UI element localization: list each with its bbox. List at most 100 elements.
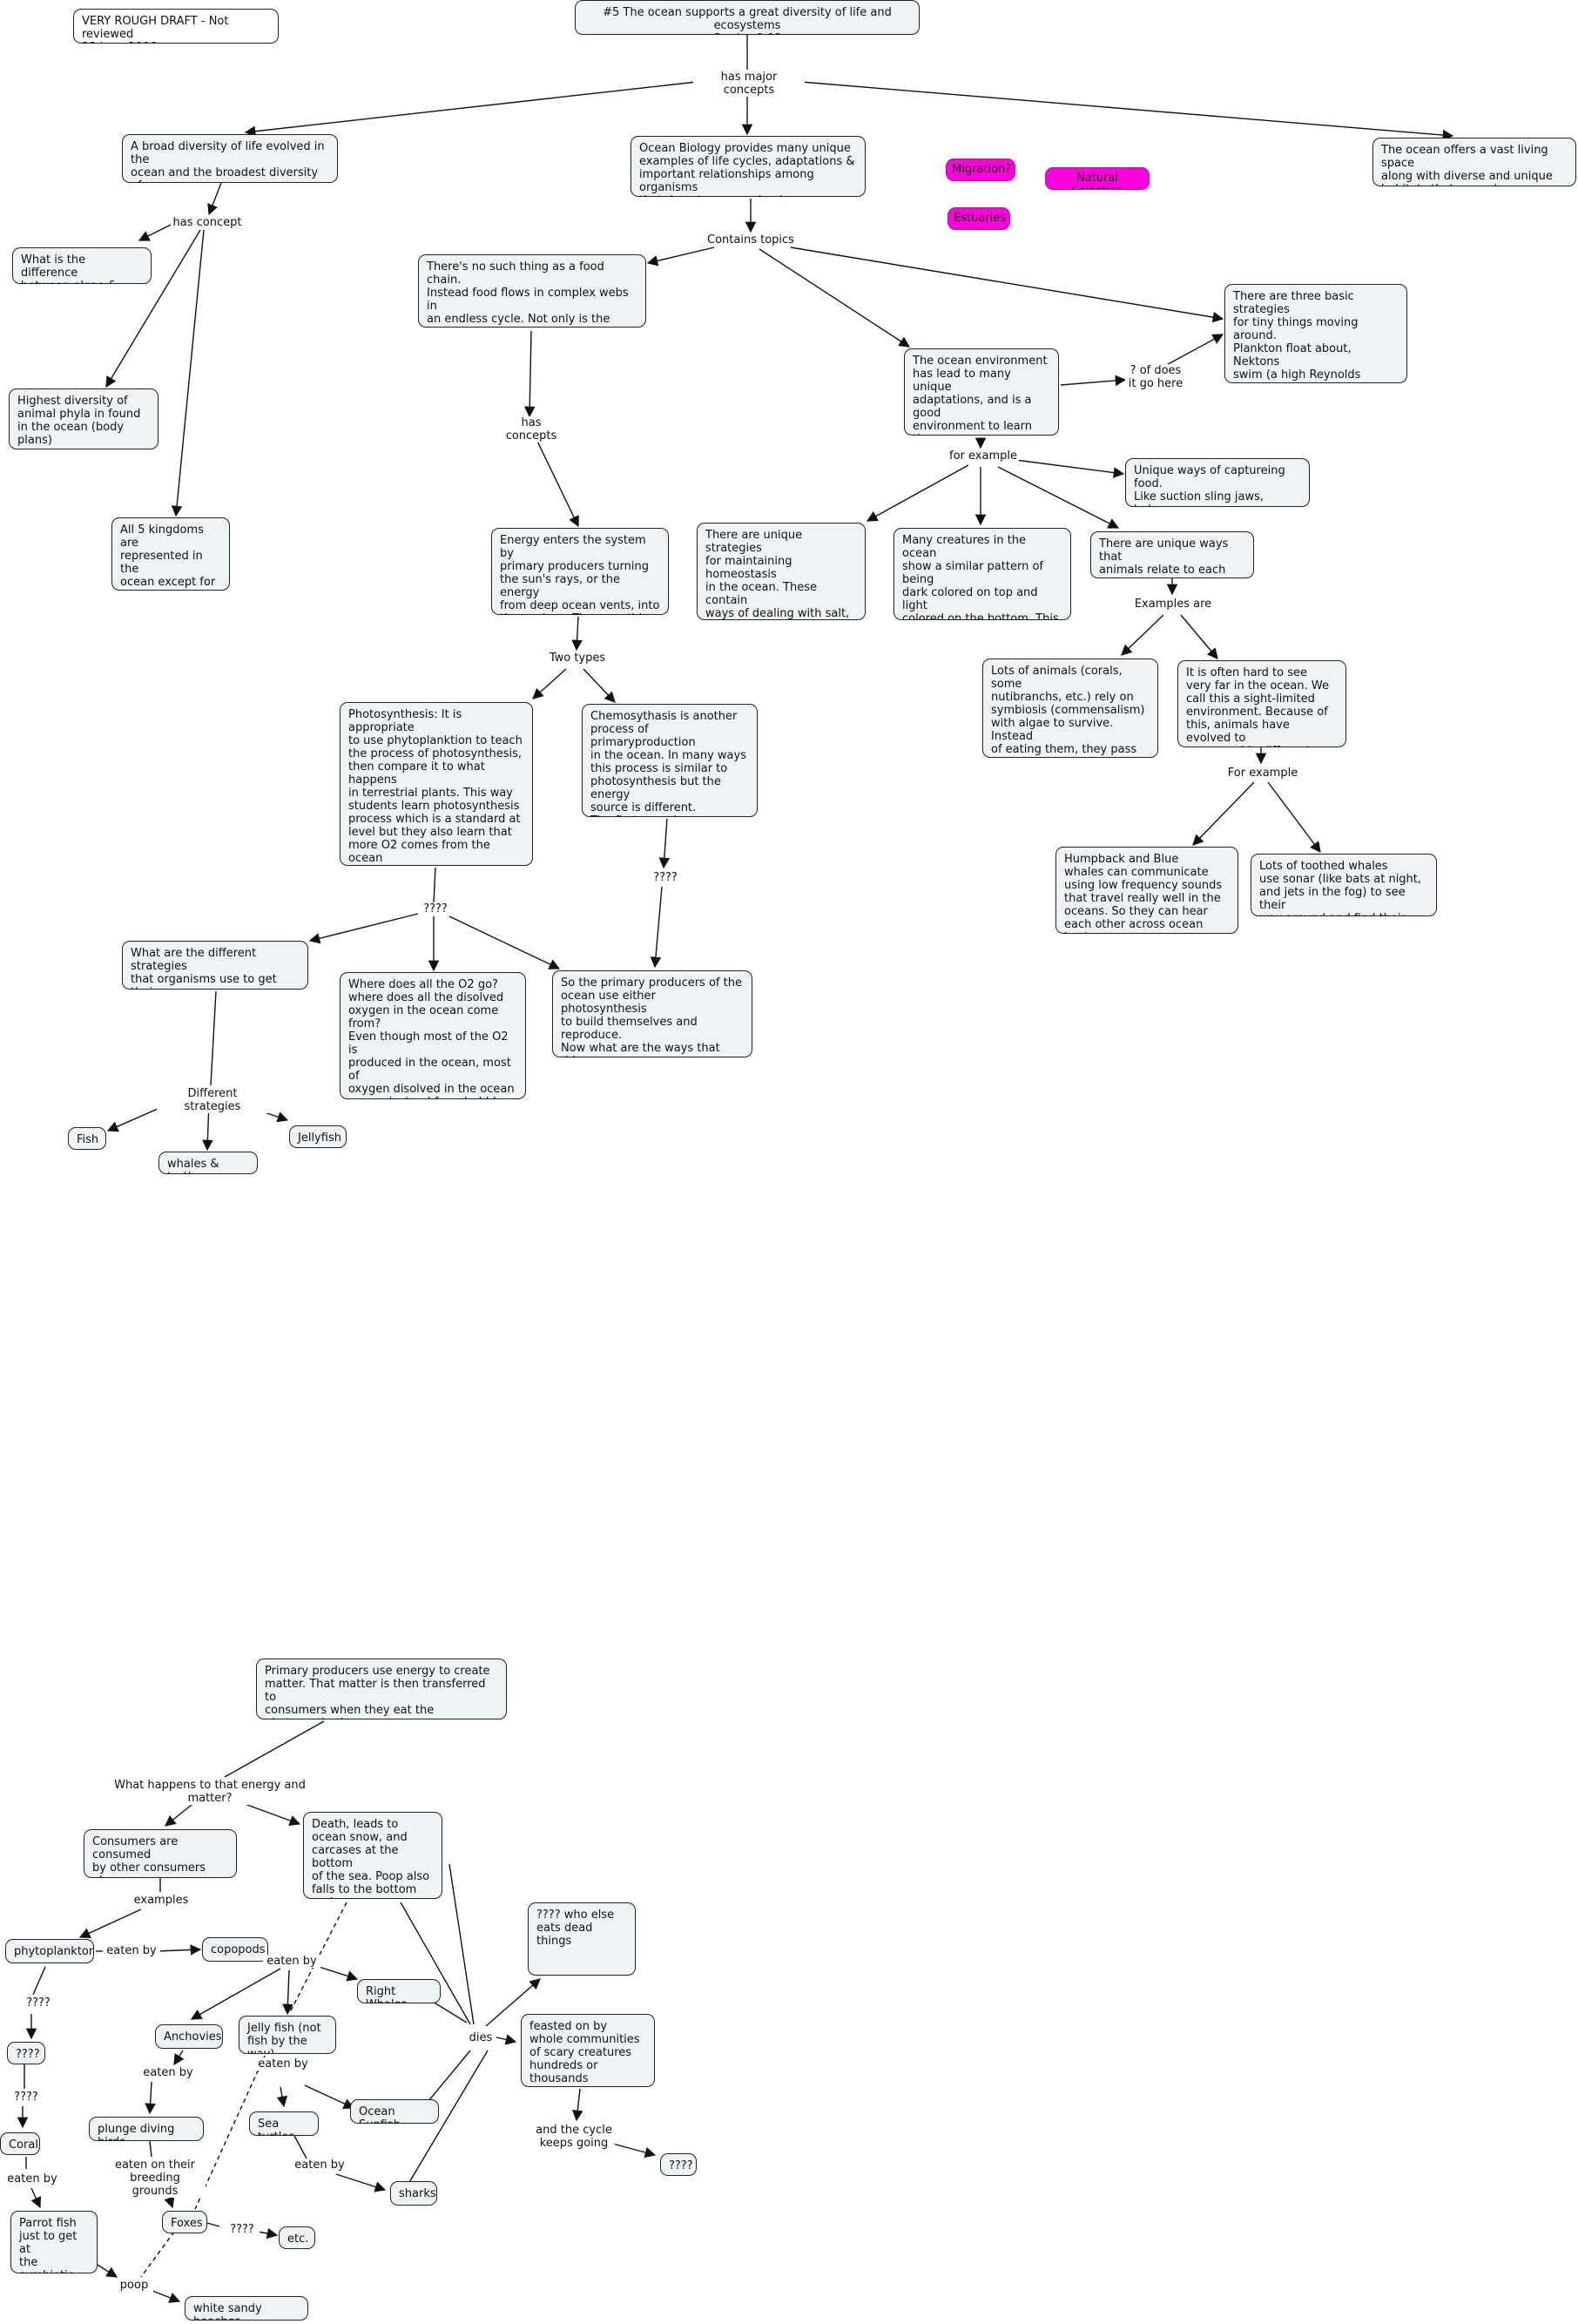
- tag-migration[interactable]: Migration?: [946, 159, 1015, 181]
- edge-line: [282, 1969, 293, 2016]
- concept-who-eats-dead[interactable]: ???? who else eats dead things: [528, 1902, 636, 1976]
- edge-line: [583, 668, 616, 703]
- label-eaten-breeding: eaten on their breeding grounds: [105, 2158, 206, 2198]
- edge-line: [523, 330, 536, 418]
- concept-algae-plants[interactable]: What is the difference between algae & p…: [12, 247, 152, 284]
- label-two-types: Two types: [545, 652, 610, 665]
- node-anchovies[interactable]: Anchovies: [155, 2024, 223, 2049]
- node-sea-turtles[interactable]: Sea turtles: [249, 2111, 319, 2136]
- node-sharks[interactable]: sharks: [390, 2181, 437, 2206]
- edge-line: [1161, 334, 1224, 368]
- label-cycle-keeps-going: and the cycle keeps going: [533, 2124, 615, 2150]
- node-white-sandy-beaches[interactable]: white sandy beaches: [185, 2296, 308, 2321]
- concept-animals-relate[interactable]: There are unique ways that animals relat…: [1090, 531, 1254, 578]
- label-examples: examples: [131, 1894, 192, 1907]
- label-eaten-by-1: eaten by: [103, 1944, 160, 1957]
- label-what-happens: What happens to that energy and matter?: [94, 1779, 326, 1805]
- concept-three-strategies[interactable]: There are three basic strategies for tin…: [1224, 284, 1407, 383]
- concept-animal-phyla[interactable]: Highest diversity of animal phyla in fou…: [9, 388, 158, 449]
- edge-line: [1180, 614, 1218, 659]
- label-does-it-go-here: ? of does it go here: [1125, 364, 1186, 390]
- node-unknown-1[interactable]: ????: [7, 2042, 45, 2064]
- label-has-concepts: has concepts: [493, 416, 570, 443]
- node-ocean-sunfish[interactable]: Ocean Sunfish: [350, 2099, 439, 2124]
- tag-natural-selection[interactable]: Natural Selection: [1045, 167, 1150, 190]
- label-unknown-e: ????: [225, 2223, 260, 2236]
- concept-ocean-environment[interactable]: The ocean environment has lead to many u…: [904, 348, 1059, 436]
- concept-primary-producers[interactable]: So the primary producers of the ocean us…: [552, 970, 752, 1057]
- edge-line: [609, 2142, 657, 2158]
- edge-line: [571, 616, 583, 652]
- node-jellyfish-not-fish[interactable]: Jelly fish (not fish by the way): [239, 2016, 336, 2054]
- edge-line: [244, 81, 698, 137]
- edge-line: [138, 224, 172, 241]
- node-etc[interactable]: etc.: [279, 2226, 315, 2249]
- concept-broad-diversity[interactable]: A broad diversity of life evolved in the…: [122, 134, 338, 183]
- concept-sight-limited[interactable]: It is often hard to see very far in the …: [1177, 660, 1346, 747]
- concept-food-web[interactable]: There's no such thing as a food chain. I…: [418, 254, 646, 328]
- edge-dashed: [140, 2231, 175, 2278]
- label-contains-topics: Contains topics: [705, 233, 796, 247]
- node-whales-turtles[interactable]: whales & turtles: [158, 1152, 258, 1174]
- root-concept[interactable]: #5 The ocean supports a great diversity …: [575, 0, 920, 35]
- edge-line: [308, 912, 422, 944]
- concept-photosynthesis[interactable]: Photosynthesis: It is appropriate to use…: [340, 702, 533, 866]
- node-plunge-diving-birds[interactable]: plunge diving birds: [89, 2117, 204, 2141]
- edge-line: [646, 247, 715, 267]
- tag-estuaries[interactable]: Estuaries: [947, 207, 1010, 230]
- edge-line: [78, 1909, 142, 1939]
- label-examples-are: Examples are: [1132, 598, 1214, 611]
- edge-line: [257, 2227, 279, 2240]
- concept-energy-enters[interactable]: Energy enters the system by primary prod…: [491, 528, 669, 615]
- concept-feasted-on[interactable]: feasted on by whole communities of scary…: [521, 2014, 655, 2087]
- edge-line: [448, 1863, 475, 2025]
- label-eaten-by-6: eaten by: [291, 2158, 348, 2172]
- edge-line: [156, 1944, 202, 1956]
- node-parrot-fish[interactable]: Parrot fish just to get at the symbiotic…: [10, 2211, 98, 2273]
- concept-capturing-food[interactable]: Unique ways of captureing food. Like suc…: [1125, 458, 1310, 507]
- concept-countershading[interactable]: Many creatures in the ocean show a simil…: [894, 528, 1071, 620]
- concept-living-space[interactable]: The ocean offers a vast living space alo…: [1372, 138, 1576, 186]
- node-coral[interactable]: Coral: [0, 2132, 40, 2155]
- node-right-whales[interactable]: Right Whales: [357, 1979, 441, 2003]
- edge-line: [1267, 781, 1321, 854]
- concept-homeostasis[interactable]: There are unique strategies for maintain…: [697, 523, 866, 620]
- node-copopods[interactable]: copopods: [202, 1937, 268, 1962]
- concept-humpback-whales[interactable]: Humpback and Blue whales can communicate…: [1055, 847, 1238, 934]
- node-phytoplankton[interactable]: phytoplankton: [5, 1939, 94, 1963]
- concept-five-kingdoms[interactable]: All 5 kingdoms are represented in the oc…: [111, 517, 230, 591]
- edge-line: [532, 431, 579, 528]
- concept-primary-energy-matter[interactable]: Primary producers use energy to create m…: [256, 1659, 507, 1719]
- edge-line: [210, 990, 217, 1086]
- edge-line: [800, 81, 1454, 141]
- draft-note: VERY ROUGH DRAFT - Not reviewed 23 June …: [73, 9, 279, 44]
- edge-line: [30, 2187, 42, 2209]
- concept-o2-source[interactable]: Where does all the O2 go? where does all…: [340, 972, 526, 1099]
- concept-oxygen-strategies[interactable]: What are the different strategies that o…: [122, 941, 308, 990]
- edge-line: [171, 229, 205, 517]
- node-unknown-2[interactable]: ????: [660, 2153, 697, 2176]
- concept-ocean-biology[interactable]: Ocean Biology provides many unique examp…: [631, 136, 866, 197]
- concept-symbiosis[interactable]: Lots of animals (corals, some nutibranch…: [982, 659, 1158, 758]
- label-eaten-by-2: eaten by: [263, 1955, 320, 1968]
- concept-consumers[interactable]: Consumers are consumed by other consumer…: [84, 1829, 237, 1878]
- label-eaten-by-5: eaten by: [3, 2172, 61, 2186]
- edge-line: [97, 2264, 118, 2278]
- edge-line: [105, 229, 201, 388]
- edge-line: [658, 818, 671, 869]
- edge-line: [433, 867, 436, 903]
- edge-line: [866, 464, 969, 522]
- edge-line: [207, 182, 222, 216]
- node-fish[interactable]: Fish: [68, 1127, 106, 1150]
- concept-toothed-whales[interactable]: Lots of toothed whales use sonar (like b…: [1251, 854, 1437, 916]
- edge-line: [293, 2135, 307, 2159]
- edge-line: [224, 1720, 325, 1778]
- edge-line: [1121, 614, 1164, 656]
- concept-chemosynthesis[interactable]: Chemosythasis is another process of prim…: [582, 704, 758, 817]
- node-jellyfish[interactable]: Jellyfish: [289, 1125, 347, 1148]
- concept-death[interactable]: Death, leads to ocean snow, and carcases…: [303, 1812, 442, 1899]
- node-foxes[interactable]: Foxes: [162, 2211, 207, 2233]
- edge-line: [571, 2088, 583, 2122]
- edge-line: [304, 2084, 355, 2109]
